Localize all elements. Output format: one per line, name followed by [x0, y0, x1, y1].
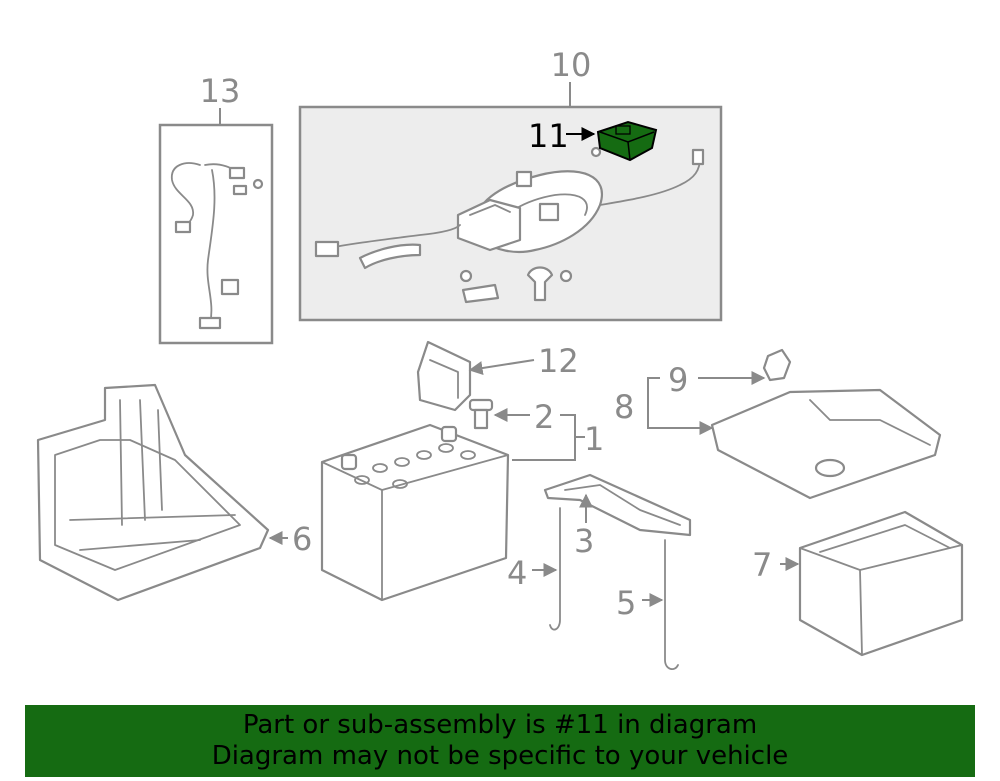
- callout-2: 2: [534, 398, 554, 436]
- callout-3: 3: [574, 522, 594, 560]
- part-6-tray: [36, 383, 288, 602]
- part-11-highlighted-cover: [596, 120, 658, 162]
- part-8-cover: [647, 377, 942, 500]
- part-9-clip: [698, 348, 792, 385]
- part-7-lower-case: [780, 510, 964, 657]
- part-5-rod: [642, 539, 679, 671]
- callout-6: 6: [292, 520, 312, 558]
- part-10-positive-cable-group: [298, 82, 723, 322]
- callout-11: 11: [528, 117, 569, 155]
- part-3-clamp: [543, 473, 692, 537]
- callout-1: 1: [584, 420, 604, 458]
- callout-10: 10: [551, 46, 592, 84]
- callout-7: 7: [752, 546, 772, 584]
- callout-8: 8: [614, 388, 634, 426]
- part-1-battery: [320, 423, 510, 602]
- part-13-negative-cable-group: [158, 108, 274, 345]
- callout-4: 4: [507, 554, 527, 592]
- banner-line-1: Part or sub-assembly is #11 in diagram: [242, 710, 758, 740]
- info-banner: Part or sub-assembly is #11 in diagram D…: [25, 705, 975, 777]
- callout-5: 5: [616, 584, 636, 622]
- part-4-rod: [532, 507, 561, 631]
- banner-line-2: Diagram may not be specific to your vehi…: [211, 741, 789, 771]
- exploded-parts-diagram: 13 10 11 12 2 1 3 4 5 6 7 8 9: [36, 46, 964, 671]
- callout-13: 13: [200, 72, 241, 110]
- callout-12: 12: [538, 342, 579, 380]
- part-12-bracket: [416, 340, 535, 412]
- part-2-terminal: [468, 398, 585, 461]
- callout-9: 9: [668, 361, 688, 399]
